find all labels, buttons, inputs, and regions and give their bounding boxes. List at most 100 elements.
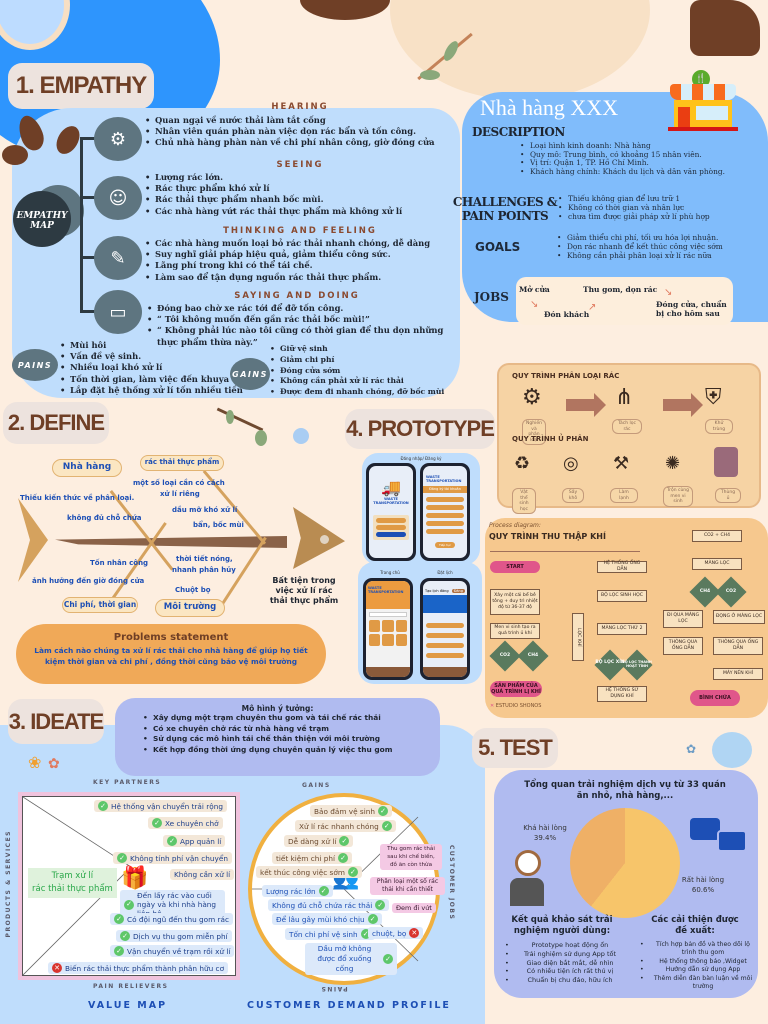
hand-tile[interactable] <box>382 634 394 646</box>
plant-tile[interactable] <box>395 620 407 632</box>
diamond-label: CO2 <box>725 589 737 594</box>
login-button[interactable] <box>376 532 406 537</box>
sort-process-title: QUY TRÌNH PHÂN LOẠI RÁC <box>512 372 620 380</box>
pain-item: Dầu mỡ không được đổ xuống cống✓ <box>305 943 397 975</box>
list-item: Rác thải thực phẩm nhanh bốc mùi. <box>145 194 455 205</box>
list-item: Quan ngại về nước thải làm tắt cống <box>145 115 455 126</box>
job-step: Mở cửa <box>519 285 550 294</box>
bottom-nav[interactable] <box>366 667 410 677</box>
screen-label: Trang chủ <box>380 570 400 575</box>
cross-icon: ✕ <box>52 963 62 973</box>
home-screen[interactable]: WASTE TRANSPORTATION <box>363 578 413 680</box>
restaurant-shop-icon: 🍴 <box>668 70 738 131</box>
list-item: Đóng bao chờ xe rác tới để đỡ tốn công. <box>147 303 447 314</box>
step-label: Tách lọc rác <box>612 419 642 434</box>
register-input[interactable] <box>426 521 464 526</box>
diamond-label: CH4 <box>699 589 711 594</box>
app-name: WASTE TRANSPORTATION <box>426 475 462 483</box>
booking-input[interactable] <box>426 633 464 638</box>
butterfly-icon: ❀ <box>28 753 42 772</box>
category-cost-time: Chi phí, thời gian <box>62 597 138 613</box>
register-input[interactable] <box>426 529 464 534</box>
bottom-nav[interactable] <box>423 667 467 677</box>
job-text: Phân loại một số rác thải khi cần thiết <box>376 878 439 893</box>
continue-button[interactable]: Tiếp tục <box>435 542 455 548</box>
challenges-list: Thiếu không gian để lưu trữ 1 Không có t… <box>558 194 710 221</box>
list-item: chưa tìm được giải pháp xử lí phù hợp <box>558 212 710 221</box>
empathy-title: 1. EMPATHY <box>8 63 154 109</box>
flow-product: SẢN PHẨM CỦA QUÁ TRÌNH LỊ KHÍ <box>490 681 542 697</box>
pie-label-text: Khá hài lòng <box>523 824 567 832</box>
booking-input[interactable] <box>426 653 464 658</box>
cause-label: Thiếu kiến thức về phân loại. <box>20 494 135 502</box>
list-item: Nhân viên quán phàn nàn việc dọn rác bẩn… <box>145 126 455 137</box>
booking-input[interactable] <box>426 643 464 648</box>
pain-item: chuột, bọ✕ <box>368 927 424 939</box>
decor-letter <box>300 0 390 20</box>
cause-label: thời tiết nóng, <box>176 555 233 563</box>
register-input[interactable] <box>426 505 464 510</box>
value-text: Không tính phí vận chuyển <box>130 853 228 863</box>
pie-label-very: Rất hài lòng 60.6% <box>678 875 728 895</box>
section-heading: SAYING AND DOING <box>234 291 360 301</box>
step-label: Làm lạnh <box>610 488 638 503</box>
prototype-title: 4. PROTOTYPE <box>345 409 495 449</box>
label-line: Kết quả khảo sát trải <box>511 915 613 925</box>
chat-bubble-icon <box>690 818 720 840</box>
list-item: Lãng phí trong khi có thể tái chế. <box>145 260 455 271</box>
connector-line <box>80 137 96 140</box>
step-label: Khử trùng <box>705 419 733 434</box>
flower-decor-icon <box>293 428 309 444</box>
diamond-label: BỘ LỌC XÍN <box>595 660 625 665</box>
flow-step: CO2 + CH4 <box>692 530 742 542</box>
screen-label: Đăng nhập/ Đăng ký <box>400 456 442 461</box>
register-input[interactable] <box>426 513 464 518</box>
products-services-label: PRODUCTS & SERVICES <box>5 830 12 938</box>
pain-item: Tốn chi phí vệ sinh✓ <box>285 928 375 940</box>
username-input[interactable] <box>376 518 406 523</box>
pain-text: Không đủ chỗ chứa rác thải <box>272 900 373 910</box>
truck-tile[interactable] <box>382 620 394 632</box>
check-icon: ✓ <box>167 836 177 846</box>
booking-screen[interactable]: Tạo lịch đăng Đăng <box>420 578 470 680</box>
app-name: WASTE TRANSPORTATION <box>366 581 410 609</box>
effect-line: Bất tiện trong <box>272 576 336 585</box>
list-item: Thiếu không gian để lưu trữ 1 <box>558 194 710 203</box>
job-text: Thu gom rác thải sau khi chế biến, đồ ăn… <box>387 846 435 868</box>
value-text: Dịch vụ thu gom miễn phí <box>133 931 228 941</box>
register-input[interactable] <box>426 497 464 502</box>
pie-chart <box>570 808 680 918</box>
leaf-decor-icon <box>255 430 267 446</box>
post-button[interactable]: Đăng <box>451 589 465 593</box>
booking-input[interactable] <box>426 623 464 628</box>
value-text: Không cần xử lí <box>174 870 231 879</box>
arrow-right-icon <box>663 393 703 417</box>
improvements-label: Các cải thiện được đề xuất: <box>640 915 750 937</box>
list-item: Chuẩn bị chu đáo, hữu ích <box>505 976 625 985</box>
list-item: Prototype hoạt động ổn <box>505 941 625 950</box>
label-line: nghiệm người dùng: <box>513 926 611 936</box>
brand-label: ✕ ESTUDIO SHONOS <box>490 703 541 709</box>
map-label: MAP <box>30 221 54 231</box>
section-heading: SEEING <box>276 160 324 170</box>
check-icon: ✓ <box>367 914 378 924</box>
time-tile[interactable] <box>395 634 407 646</box>
search-input[interactable] <box>369 612 407 617</box>
pain-item: Không đủ chỗ chứa rác thải✓ <box>268 899 390 911</box>
recycle-tile[interactable] <box>369 620 381 632</box>
cause-label: dầu mỡ khó xử lí <box>172 506 238 514</box>
password-input[interactable] <box>376 525 406 530</box>
register-screen[interactable]: WASTE TRANSPORTATION Đăng ký tài khoản T… <box>420 463 470 561</box>
seeing-section: SEEING Lượng rác lớn. Rác thực phẩm khó … <box>145 160 455 217</box>
list-item: Dọn rác nhanh để kết thúc công việc sớm <box>557 242 723 251</box>
filter-icon: ⋔ <box>615 385 634 410</box>
compost-bin-icon <box>714 447 738 477</box>
step-label: Sấy khô <box>562 488 584 503</box>
list-item: Sử dụng các mô hình tái chế thân thiện v… <box>143 734 440 745</box>
pain-text: Để lâu gây mùi khó chịu <box>276 914 365 924</box>
login-screen[interactable]: 🚚 WASTE TRANSPORTATION <box>366 463 416 561</box>
box-tile[interactable] <box>369 634 381 646</box>
improvements-list: Tích hợp bản đồ và theo dõi lộ trình thu… <box>640 941 756 991</box>
gift-icon: 🎁 <box>121 866 149 891</box>
product-line: rác thải thực phẩm <box>32 884 113 894</box>
